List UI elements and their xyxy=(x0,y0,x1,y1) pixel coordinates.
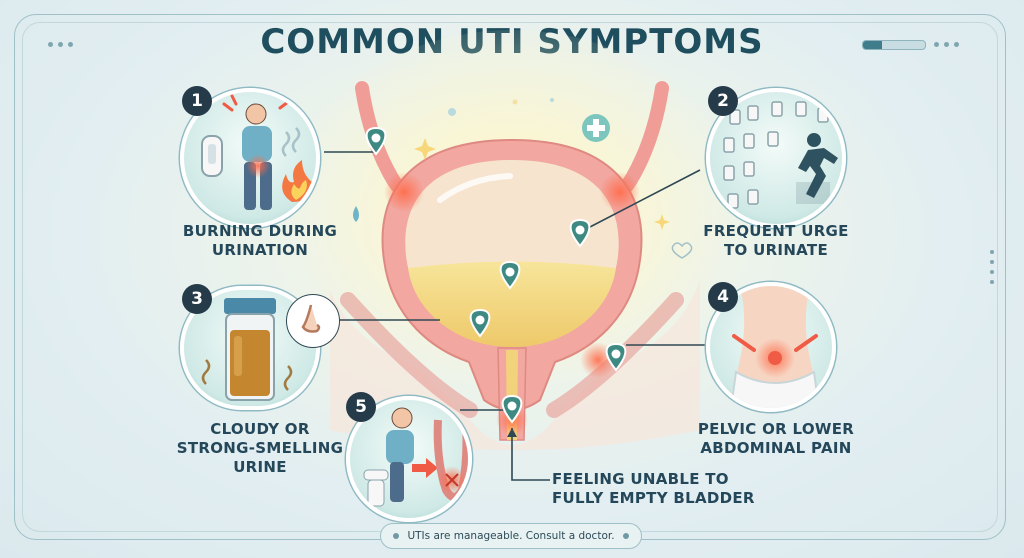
symptom-3-number-badge: 3 xyxy=(182,284,212,314)
location-pin-dot xyxy=(505,267,515,277)
symptom-1-label-line: BURNING DURING xyxy=(182,222,338,240)
side-dots xyxy=(990,250,994,284)
footer-note: UTIs are manageable. Consult a doctor. xyxy=(380,523,642,549)
symptom-1-label-line: URINATION xyxy=(211,241,309,259)
toilet-icon xyxy=(363,469,389,507)
location-pin-dot xyxy=(507,401,517,411)
symptom-5-label: FEELING UNABLE TO FULLY EMPTY BLADDER xyxy=(552,470,782,508)
symptom-3-label-line: STRONG-SMELLING xyxy=(176,439,344,457)
symptom-4-number-badge: 4 xyxy=(708,282,738,312)
symptom-4-illustration xyxy=(706,282,836,412)
symptom-3-illustration xyxy=(180,286,320,410)
location-pin-dot xyxy=(371,133,381,143)
running-man-icon xyxy=(798,133,838,198)
symptom-2-label-line: FREQUENT URGE xyxy=(703,222,849,240)
symptom-5-label-line: FULLY EMPTY BLADDER xyxy=(552,489,755,507)
nose-bubble xyxy=(286,294,340,348)
fire-icon xyxy=(282,160,314,202)
symptom-5-label-line: FEELING UNABLE TO xyxy=(552,470,729,488)
toilet-icon xyxy=(723,101,829,209)
symptom-3-label: CLOUDY OR STRONG-SMELLING URINE xyxy=(170,420,350,477)
symptom-3-label-line: CLOUDY OR xyxy=(210,420,310,438)
nose-icon xyxy=(301,304,321,333)
location-pin-dot xyxy=(475,315,485,325)
footer-dot xyxy=(393,533,400,539)
location-pin-dot xyxy=(611,349,621,359)
footer-dot xyxy=(622,533,629,539)
header-progress-bar xyxy=(862,40,926,50)
sparkle-icon xyxy=(414,138,436,160)
symptom-5-number-badge: 5 xyxy=(346,392,376,422)
symptom-2-label: FREQUENT URGE TO URINATE xyxy=(686,222,866,260)
symptom-2-number-badge: 2 xyxy=(708,86,738,116)
symptom-2-label-line: TO URINATE xyxy=(724,241,828,259)
plus-cross-icon xyxy=(582,114,610,142)
symptom-3-label-line: URINE xyxy=(233,458,287,476)
header-dots-left xyxy=(48,42,73,47)
water-drop-icon xyxy=(353,206,359,222)
sparkle-icon xyxy=(654,214,670,230)
symptom-4-label-line: PELVIC OR LOWER xyxy=(697,420,855,438)
heart-icon xyxy=(671,242,693,259)
footer-text: UTIs are manageable. Consult a doctor. xyxy=(407,530,615,542)
symptom-1-number-badge: 1 xyxy=(182,86,212,116)
symptom-4-label: PELVIC OR LOWER ABDOMINAL PAIN xyxy=(686,420,866,458)
header-progress-fill xyxy=(863,41,882,49)
symptom-1-label: BURNING DURING URINATION xyxy=(170,222,350,260)
location-pin-dot xyxy=(575,225,585,235)
header-dots-right xyxy=(934,42,959,47)
urinal-icon xyxy=(201,135,223,177)
symptom-5-illustration xyxy=(346,396,472,522)
specimen-jar-icon xyxy=(224,298,276,401)
symptom-4-label-line: ABDOMINAL PAIN xyxy=(700,439,852,457)
